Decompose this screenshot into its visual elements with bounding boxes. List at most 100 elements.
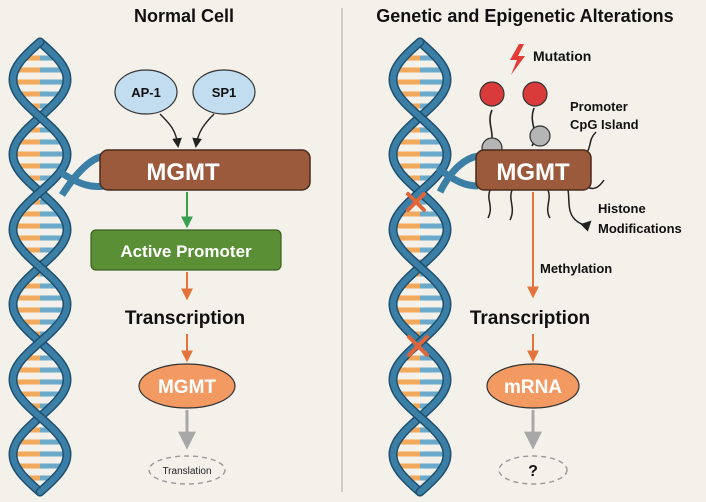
base-pair-rung [420, 379, 447, 385]
dna-damage-x-upper [406, 192, 426, 212]
dna-link-right-lower [435, 165, 479, 190]
base-pair-rung [17, 391, 40, 397]
base-pair-rung [23, 355, 40, 361]
base-pair-rung [17, 91, 40, 97]
base-pair-rung [393, 223, 420, 229]
base-pair-rung [13, 151, 41, 157]
base-pair-rung [13, 79, 40, 85]
histone-arrow [567, 189, 592, 232]
base-pair-rung [402, 247, 420, 253]
base-pair-rung [420, 283, 440, 289]
dna-helix-right [388, 37, 452, 497]
base-pair-rung [420, 463, 444, 469]
base-pair-rung [40, 379, 67, 385]
histone-tail-2 [509, 189, 514, 221]
base-pair-rung [26, 427, 40, 433]
base-pair-rung [40, 367, 65, 373]
base-pair-rung [16, 139, 40, 145]
base-pair-rung [16, 163, 40, 169]
base-pair-rung [420, 247, 438, 253]
base-pair-rung [13, 295, 41, 301]
translation-label: Translation [162, 466, 211, 477]
base-pair-rung [13, 451, 41, 457]
base-pair-rung [420, 55, 437, 61]
histone-label-line1: Histone [598, 201, 646, 216]
base-pair-rung [40, 427, 54, 433]
base-pair-rung [420, 175, 435, 181]
base-pair-rung [40, 307, 67, 313]
sp1-binding-arrow [192, 113, 215, 148]
dna-strand-b [389, 39, 451, 495]
base-pair-rung [40, 235, 66, 241]
base-pair-rung [40, 127, 54, 133]
active-promoter-label: Active Promoter [120, 242, 252, 261]
base-pair-rung [40, 355, 57, 361]
base-pair-rung [25, 475, 40, 481]
base-pair-rung [393, 295, 420, 301]
base-pair-rung [420, 319, 441, 325]
base-pair-rung [393, 151, 420, 157]
ap1-binding-arrow [159, 113, 182, 148]
base-pair-rung [393, 307, 420, 313]
base-pair-rung [400, 283, 420, 289]
base-pair-rung [396, 163, 420, 169]
base-pair-rung [16, 439, 40, 445]
base-pair-rung [396, 463, 420, 469]
base-pair-rung [420, 295, 447, 301]
base-pair-rung [40, 175, 55, 181]
base-pair-rung [40, 139, 64, 145]
methyl-group-red-1 [479, 81, 505, 107]
base-pair-rung [40, 67, 65, 73]
base-pair-rung [16, 463, 40, 469]
sp1-label: SP1 [212, 85, 237, 100]
base-pair-rung [420, 235, 446, 241]
mgmt-gene-label-left: MGMT [146, 159, 220, 186]
base-pair-rung [420, 355, 437, 361]
transcription-label-right: Transcription [470, 308, 590, 329]
base-pair-rung [405, 475, 420, 481]
base-pair-rung [420, 91, 443, 97]
cpg-label-line1: Promoter [570, 99, 628, 114]
base-pair-rung [40, 79, 67, 85]
base-pair-rung [13, 223, 41, 229]
base-pair-rung [15, 367, 40, 373]
base-pair-rung [420, 79, 447, 85]
base-pair-rung [420, 439, 444, 445]
dna-helix-left [8, 37, 72, 497]
base-pair-rung [40, 319, 61, 325]
sp1-factor [192, 69, 256, 115]
base-pair-rung [405, 175, 420, 181]
unknown-label: ? [528, 463, 538, 480]
dna-strand-b [9, 39, 71, 495]
histone-label-line2: Modifications [598, 221, 682, 236]
dna-damage-x-lower [407, 335, 429, 357]
base-pair-rung [420, 223, 447, 229]
base-pair-rung [393, 379, 420, 385]
base-pair-rung [20, 283, 40, 289]
base-pair-rung [420, 211, 442, 217]
base-pair-rung [40, 391, 63, 397]
base-pair-rung [406, 427, 420, 433]
base-pair-rung [420, 391, 443, 397]
base-pair-rung [26, 127, 40, 133]
mgmt-protein-label: MGMT [158, 377, 216, 398]
mgmt-gene-box-left [99, 149, 311, 191]
base-pair-rung [394, 235, 420, 241]
base-pair-rung [13, 379, 40, 385]
left-panel-title: Normal Cell [134, 6, 234, 26]
base-pair-rung [40, 439, 64, 445]
methyl-group-red-2 [522, 81, 548, 107]
base-pair-rung [396, 139, 420, 145]
base-pair-rung [40, 475, 55, 481]
cpg-label-line2: CpG Island [570, 117, 639, 132]
base-pair-rung [40, 91, 63, 97]
base-pair-rung [395, 367, 420, 373]
base-pair-rung [40, 463, 64, 469]
mgmt-gene-label-right: MGMT [496, 159, 570, 186]
base-pair-rung [396, 439, 420, 445]
ap1-factor [114, 69, 178, 115]
mgmt-protein-ellipse [138, 363, 236, 409]
base-pair-rung [40, 295, 67, 301]
base-pair-rung [403, 55, 420, 61]
